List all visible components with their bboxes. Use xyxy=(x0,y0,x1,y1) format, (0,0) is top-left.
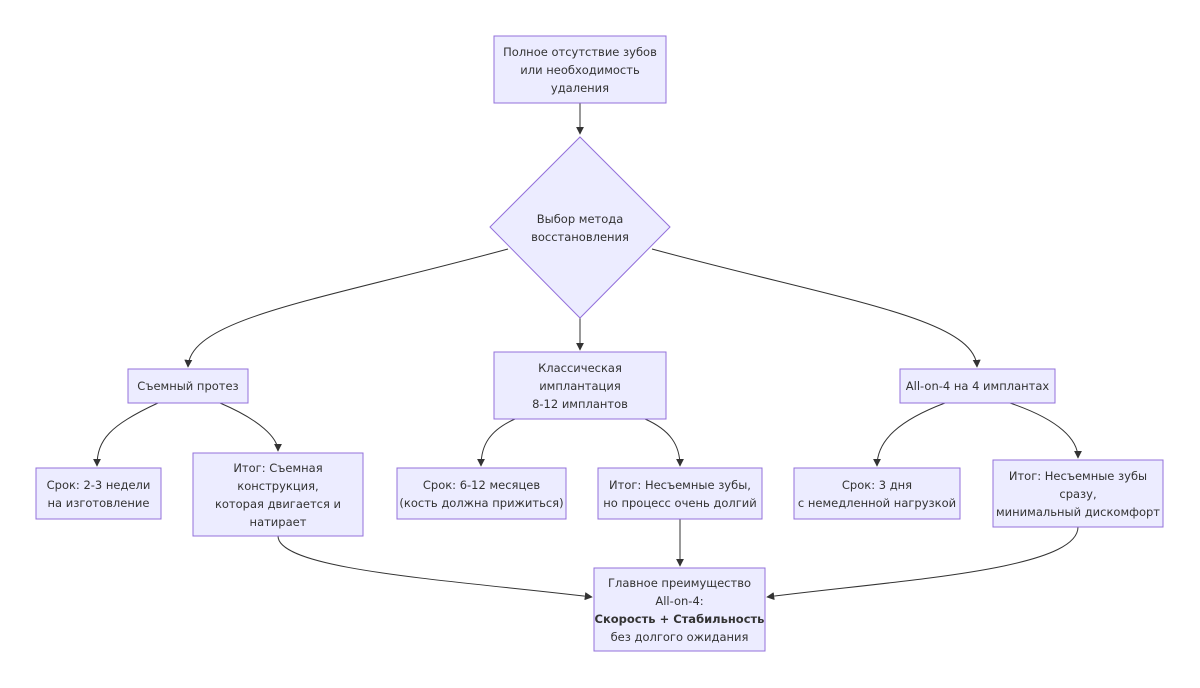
advantage-highlight: Скорость + Стабильность xyxy=(594,611,765,626)
allon4-term-line: с немедленной нагрузкой xyxy=(797,495,957,510)
classic-result-line: Итог: Несъемные зубы, xyxy=(609,477,751,492)
removable-result-line: Итог: Съемная xyxy=(233,460,323,475)
classic-term-line: Срок: 6-12 месяцев xyxy=(422,477,541,492)
start-node: Полное отсутствие зубов или необходимост… xyxy=(494,36,666,103)
decision-line: восстановления xyxy=(531,229,629,244)
removable-result-line: натирает xyxy=(249,514,307,529)
edge-decision-removable xyxy=(184,248,509,368)
edge-classic-term xyxy=(477,418,516,467)
advantage-line: без долгого ожидания xyxy=(610,629,749,644)
classic-result-box xyxy=(597,467,763,520)
allon4-term-box xyxy=(793,467,961,520)
removable-node: Съемный протез xyxy=(128,369,248,403)
edge-allon4-result xyxy=(1009,402,1082,459)
edge-removable-result-advantage xyxy=(277,535,593,601)
classic-result-node: Итог: Несъемные зубы, но процесс очень д… xyxy=(598,468,762,519)
edge-allon4-result-advantage xyxy=(766,526,1079,601)
removable-term-box xyxy=(35,467,162,520)
classic-term-node: Срок: 6-12 месяцев (кость должна прижить… xyxy=(397,468,566,519)
allon4-result-line: минимальный дискомфорт xyxy=(996,504,1160,519)
allon4-result-box xyxy=(992,459,1164,528)
advantage-box xyxy=(593,567,766,652)
removable-result-node: Итог: Съемная конструкция, которая двига… xyxy=(193,453,363,536)
allon4-term-line: Срок: 3 дня xyxy=(841,477,913,492)
edge-removable-result xyxy=(219,402,282,452)
removable-term-line: на изготовление xyxy=(47,495,150,510)
edge-allon4-term xyxy=(873,402,946,467)
edge-removable-term xyxy=(93,402,159,467)
allon4-result-line: сразу, xyxy=(1059,486,1097,501)
start-box xyxy=(493,35,667,104)
removable-result-line: конструкция, xyxy=(237,478,319,493)
edge-classic-result xyxy=(644,418,684,467)
allon4-line: All-on-4 на 4 имплантах xyxy=(905,379,1050,393)
decision-line: Выбор метода xyxy=(536,211,624,226)
start-line: удаления xyxy=(550,80,610,95)
start-line: Полное отсутствие зубов xyxy=(503,44,657,59)
decision-diamond xyxy=(489,136,671,319)
allon4-node: All-on-4 на 4 имплантах xyxy=(900,369,1055,403)
advantage-line: Главное преимущество xyxy=(607,575,752,590)
classic-line: 8-12 имплантов xyxy=(532,396,628,411)
removable-line: Съемный протез xyxy=(137,379,239,393)
edges xyxy=(93,103,1082,601)
removable-term-line: Срок: 2-3 недели xyxy=(46,477,151,492)
edge-decision-allon4 xyxy=(651,248,981,368)
classic-term-line: (кость должна прижиться) xyxy=(399,495,564,510)
start-line: или необходимость xyxy=(520,62,640,77)
removable-term-node: Срок: 2-3 недели на изготовление xyxy=(36,468,161,519)
advantage-node: Главное преимущество All-on-4: Скорость … xyxy=(594,568,765,651)
allon4-result-line: Итог: Несъемные зубы xyxy=(1008,468,1148,483)
removable-result-line: которая двигается и xyxy=(214,496,342,511)
classic-line: Классическая xyxy=(538,360,622,375)
removable-result-box xyxy=(192,452,364,537)
classic-line: имплантация xyxy=(539,378,621,393)
allon4-term-node: Срок: 3 дня с немедленной нагрузкой xyxy=(794,468,960,519)
allon4-box xyxy=(899,368,1056,404)
node-shapes xyxy=(35,35,1164,652)
classic-result-line: но процесс очень долгий xyxy=(603,495,757,510)
classic-box xyxy=(493,351,667,420)
classic-node: Классическая имплантация 8-12 имплантов xyxy=(494,352,666,419)
removable-box xyxy=(127,368,249,404)
classic-term-box xyxy=(396,467,567,520)
decision-node: Выбор метода восстановления xyxy=(490,137,670,318)
allon4-result-node: Итог: Несъемные зубы сразу, минимальный … xyxy=(993,460,1163,527)
advantage-line: All-on-4: xyxy=(655,593,704,608)
